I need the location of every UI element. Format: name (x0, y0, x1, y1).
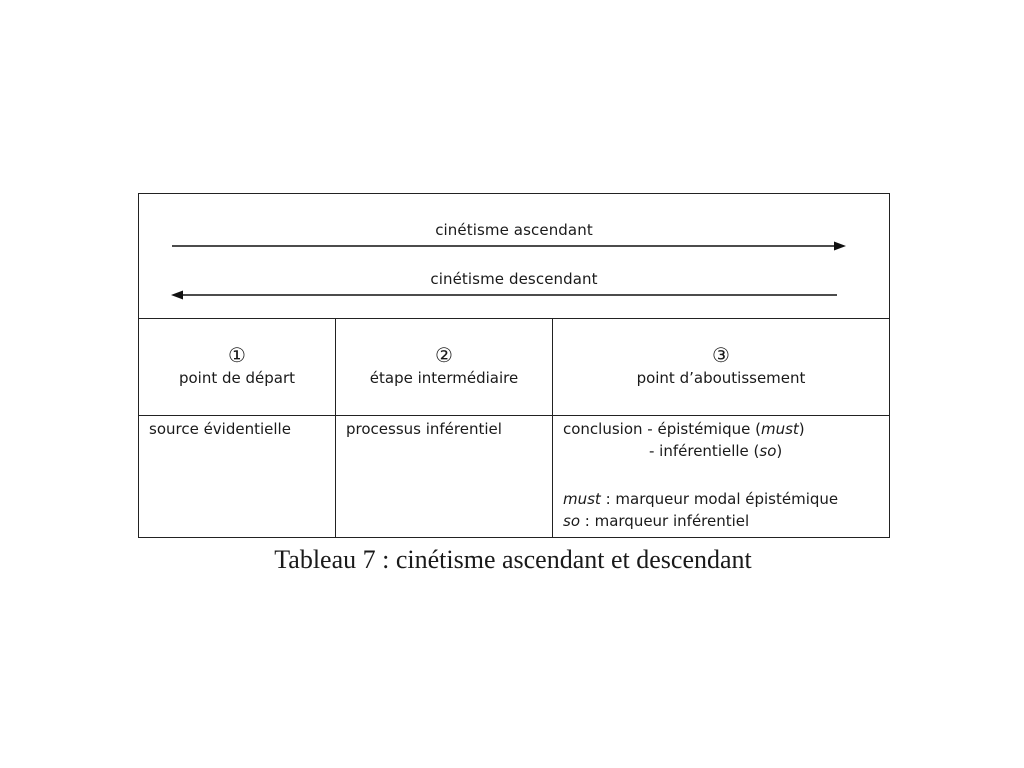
step-number-2: ② (435, 343, 453, 367)
header-row: ① point de départ ② étape intermédiaire … (139, 319, 889, 416)
cell-conclusion: conclusion - épistémique (must) - infére… (552, 416, 889, 537)
kinetism-table: cinétisme ascendant cinétisme descendant… (138, 193, 890, 538)
conclusion-epistemic-text: conclusion - épistémique ( (563, 420, 761, 438)
header-cell-intermediate: ② étape intermédiaire (335, 319, 552, 416)
header-label-intermediate: étape intermédiaire (369, 369, 519, 387)
content-row: source évidentielle processus inférentie… (139, 416, 889, 537)
ascending-arrow-head (834, 241, 846, 251)
header-cell-start: ① point de départ (139, 319, 335, 416)
direction-arrows (171, 241, 846, 300)
conclusion-inferential-text: - inférentielle ( (649, 442, 760, 460)
note-term-so: so (563, 512, 580, 530)
conclusion-inferential-line: - inférentielle (so) (563, 440, 881, 462)
descending-arrow-head (171, 290, 183, 300)
header-cell-end: ③ point d’aboutissement (552, 319, 889, 416)
term-must: must (760, 420, 799, 438)
arrow-row: cinétisme ascendant cinétisme descendant (139, 194, 889, 319)
table-caption: Tableau 7 : cinétisme ascendant et desce… (274, 545, 752, 574)
descending-label: cinétisme descendant (430, 270, 598, 288)
header-label-start: point de départ (178, 369, 296, 387)
term-so: so (759, 442, 777, 460)
must-note-text: : marqueur modal épistémique (600, 490, 839, 508)
step-number-1: ① (228, 343, 246, 367)
step-number-3: ③ (712, 343, 730, 367)
closing-paren: ) (798, 420, 805, 438)
must-note-line: must : marqueur modal épistémique (563, 488, 881, 510)
closing-paren: ) (776, 442, 783, 460)
note-term-must: must (563, 490, 601, 508)
spacer (563, 462, 881, 488)
evidential-source-text: source évidentielle (149, 420, 291, 438)
conclusion-epistemic-line: conclusion - épistémique (must) (563, 418, 881, 440)
ascending-label: cinétisme ascendant (435, 221, 593, 239)
table-figure: cinétisme ascendant cinétisme descendant… (138, 193, 890, 576)
header-label-end: point d’aboutissement (636, 369, 806, 387)
cell-inferential-process: processus inférentiel (335, 416, 552, 537)
inferential-process-text: processus inférentiel (346, 420, 502, 438)
cell-evidential-source: source évidentielle (139, 416, 335, 537)
so-note-text: : marqueur inférentiel (580, 512, 750, 530)
so-note-line: so : marqueur inférentiel (563, 510, 881, 532)
